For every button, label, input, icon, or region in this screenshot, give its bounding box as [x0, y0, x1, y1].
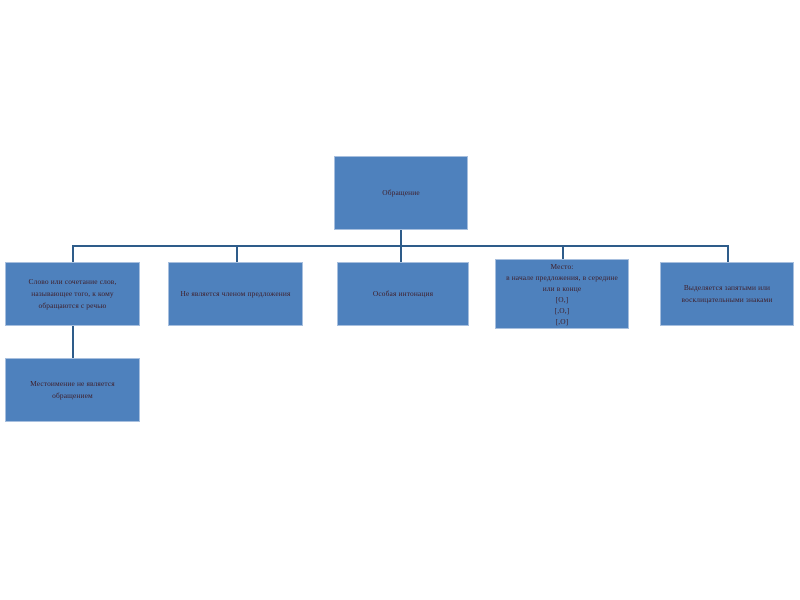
node-not-member-label: Не является членом предложения — [180, 288, 291, 298]
node-definition[interactable]: Слово или сочетание слов, называющее тог… — [5, 262, 140, 326]
node-intonation[interactable]: Особая интонация — [337, 262, 469, 326]
connector-drop-not-member — [236, 245, 238, 263]
node-root-label: Обращение — [382, 187, 420, 197]
connector-drop-definition — [72, 245, 74, 263]
node-root-obrashchenie[interactable]: Обращение — [334, 156, 468, 230]
node-punctuation[interactable]: Выделяется запятыми или восклицательными… — [660, 262, 794, 326]
node-position[interactable]: Место: в начале предложения, в середине … — [495, 259, 629, 329]
connector-drop-position — [562, 245, 564, 260]
node-position-label: Место: в начале предложения, в середине … — [506, 261, 618, 327]
node-punctuation-label: Выделяется запятыми или восклицательными… — [681, 282, 773, 304]
connector-definition-to-pronoun — [72, 326, 74, 359]
node-pronoun-label: Местоимение не является обращением — [30, 378, 115, 400]
node-not-member[interactable]: Не является членом предложения — [168, 262, 303, 326]
node-intonation-label: Особая интонация — [372, 288, 434, 298]
connector-drop-intonation — [400, 245, 402, 263]
node-definition-label: Слово или сочетание слов, называющее тог… — [28, 276, 117, 311]
connector-root-stem — [400, 230, 402, 246]
connector-drop-punctuation — [727, 245, 729, 263]
node-pronoun[interactable]: Местоимение не является обращением — [5, 358, 140, 422]
